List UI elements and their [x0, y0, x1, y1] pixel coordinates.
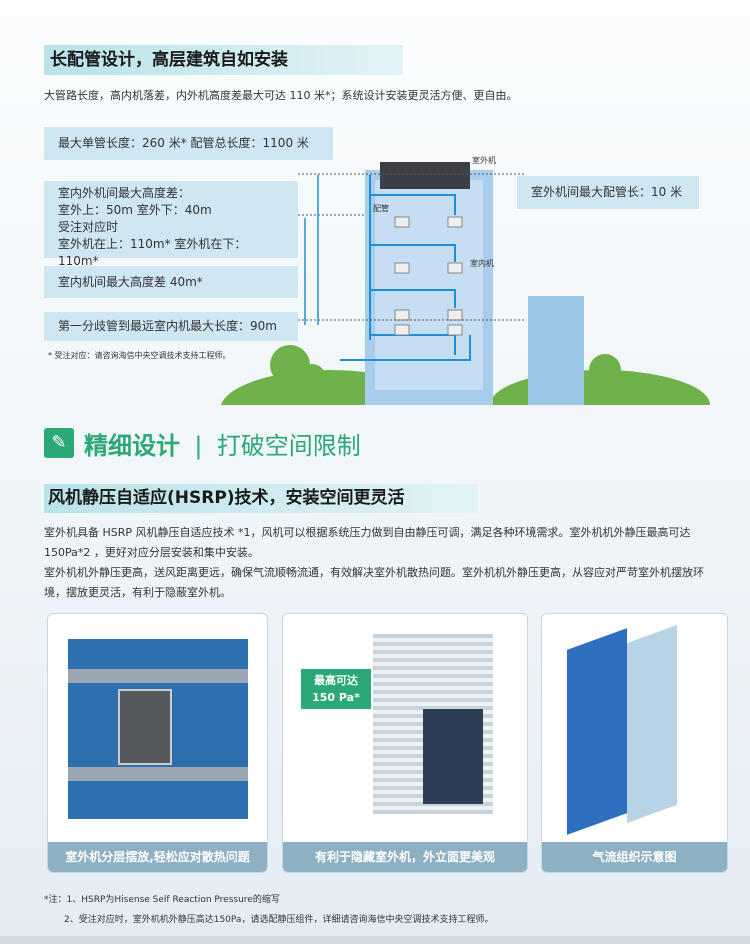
card-caption: 室外机分层摆放,轻松应对散热问题 — [48, 842, 267, 872]
building-facade-image — [68, 639, 248, 819]
pipe-length-callout: 最大单管长度：260 米* 配管总长度：1100 米 — [44, 127, 333, 160]
note-2: 2、受注对应时，室外机机外静压高达150Pa，请选配静压组件，详细请咨询海信中央… — [64, 915, 494, 925]
pressure-badge: 最高可达 150 Pa* — [301, 669, 371, 709]
card-caption: 气流组织示意图 — [542, 842, 727, 872]
height-title: 室内外机间最大高度差： — [58, 186, 191, 200]
card-caption: 有利于隐藏室外机，外立面更美观 — [283, 842, 527, 872]
bottom-strip — [0, 936, 750, 944]
tree — [589, 354, 621, 386]
section2-para1: 室外机具备 HSRP 风机静压自适应技术 *1，风机可以根据系统压力做到自由静压… — [44, 526, 691, 559]
indoor-height-callout: 室内机间最大高度差 40m* — [44, 266, 298, 298]
section2-para2: 室外机机外静压更高，送风距离更远，确保气流顺畅流通，有效解决室外机散热问题。室外… — [44, 566, 704, 599]
height-diff-callout: 室内外机间最大高度差： 室外上：50m 室外下：40m 受注对应时 室外机在上：… — [44, 181, 298, 268]
card-airflow: 气流组织示意图 — [541, 613, 728, 873]
height-line3: 室外机在上：110m* 室外机在下：110m* — [58, 237, 247, 268]
piping-diagram — [220, 162, 710, 405]
height-line1: 室外上：50m 室外下：40m — [58, 203, 212, 217]
section1-intro: 大管路长度，高内机落差，内外机高度差最大可达 110 米*；系统设计安装更灵活方… — [44, 89, 518, 102]
outdoor-pipe-callout: 室外机间最大配管长：10 米 — [517, 176, 699, 209]
badge-line2: 150 Pa* — [312, 691, 360, 704]
badge-line1: 最高可达 — [314, 674, 358, 687]
section2-subtitle: 风机静压自适应(HSRP)技术，安装空间更灵活 — [44, 484, 478, 513]
branch-length-callout: 第一分歧管到最远室内机最大长度：90m — [44, 312, 298, 341]
outdoor-unit-label: 室外机 — [472, 156, 496, 165]
tree — [298, 364, 326, 392]
section1-footnote: * 受注对应：请咨询海信中央空调技术支持工程师。 — [48, 351, 231, 360]
heading-sub: 打破空间限制 — [216, 432, 361, 460]
note-1: *注：1、HSRP为Hisense Self Reaction Pressure… — [44, 895, 280, 905]
section1-title: 长配管设计，高层建筑自如安装 — [44, 45, 403, 75]
card-hidden-unit: 最高可达 150 Pa* 有利于隐藏室外机，外立面更美观 — [282, 613, 528, 873]
section2-heading: 精细设计 | 打破空间限制 — [84, 426, 361, 461]
design-icon: ✎ — [44, 428, 74, 458]
small-building — [528, 296, 584, 405]
airflow-diagram-image — [567, 628, 627, 835]
height-line2: 受注对应时 — [58, 220, 119, 234]
indoor-unit-label: 室内机 — [470, 259, 494, 268]
outdoor-unit-image — [423, 709, 483, 804]
card-layered-placement: 室外机分层摆放,轻松应对散热问题 — [47, 613, 268, 873]
heading-separator: | — [194, 432, 203, 460]
outdoor-unit-image — [380, 162, 470, 189]
piping-label: 配管 — [373, 204, 389, 213]
heading-main: 精细设计 — [84, 432, 180, 460]
